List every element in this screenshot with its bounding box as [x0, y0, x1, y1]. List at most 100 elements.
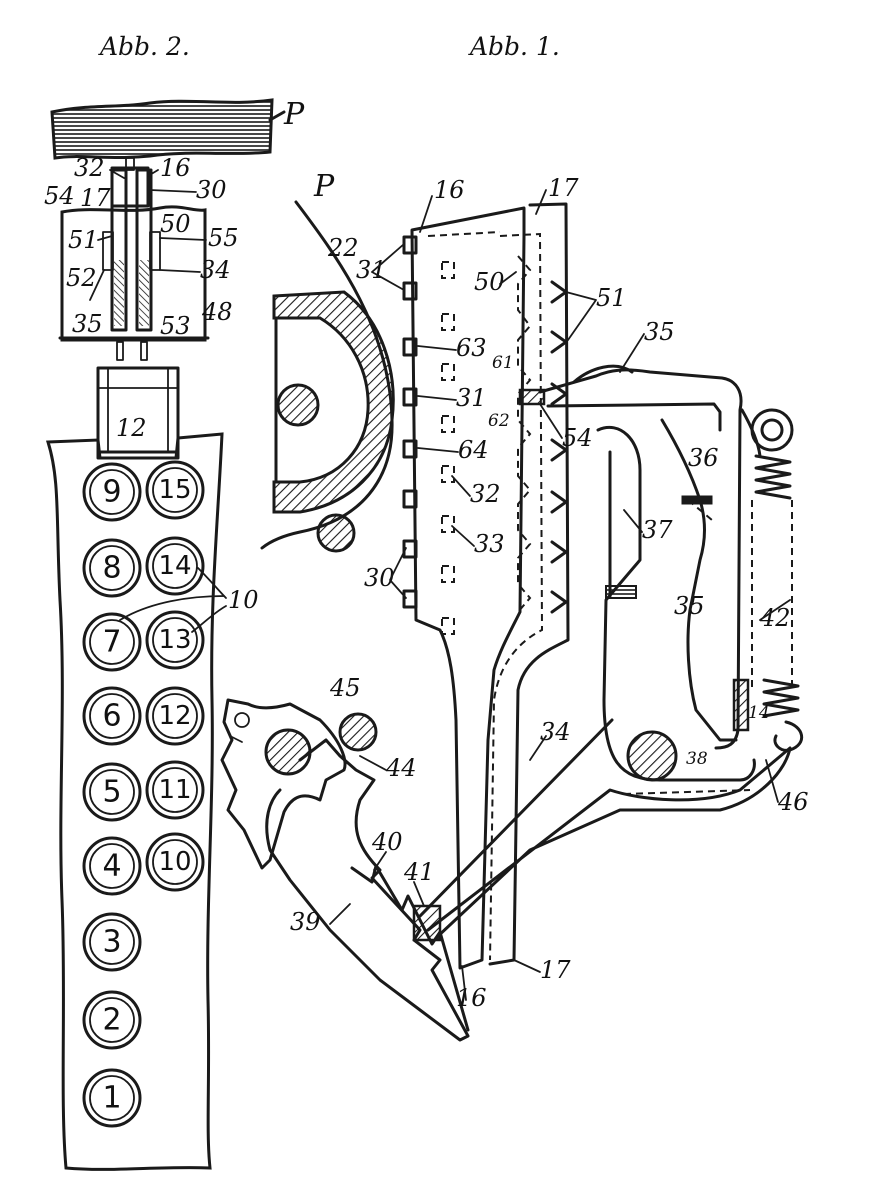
fig1-pivot-44: [220, 698, 347, 870]
caption-fig1: Abb. 1.: [468, 32, 560, 61]
key-11-label: 11: [158, 775, 191, 805]
fig2-label-53: 53: [160, 312, 191, 340]
fig2-label-50: 50: [160, 210, 191, 238]
key-3-label: 3: [102, 925, 121, 960]
fig2-label-54: 54: [44, 182, 75, 210]
fig1-label-51: 51: [596, 284, 627, 312]
key-11[interactable]: 11: [145, 760, 205, 820]
key-9-label: 9: [102, 475, 121, 510]
key-9[interactable]: 9: [82, 462, 142, 522]
fig1-label-63: 63: [456, 334, 487, 362]
fig1-label-40: 40: [371, 828, 403, 856]
fig1-typebar-17: [488, 202, 570, 966]
fig1-group: P: [220, 169, 809, 1042]
key-6[interactable]: 6: [82, 686, 142, 746]
fig1-label-64: 64: [458, 436, 489, 464]
fig2-label-35: 35: [72, 310, 103, 338]
fig1-label-17-bot: 17: [540, 956, 571, 984]
fig1-stop-54: [518, 388, 546, 406]
fig2-label-17: 17: [80, 184, 111, 212]
fig1-label-31b: 31: [456, 384, 487, 412]
key-5-label: 5: [102, 775, 121, 810]
fig1-segment-22: [272, 290, 395, 514]
fig2-link-12: [96, 366, 180, 460]
fig1-label-54: 54: [562, 424, 593, 452]
key-1[interactable]: 1: [82, 1068, 142, 1128]
fig1-piece-36: [681, 495, 713, 505]
fig1-label-62: 62: [488, 411, 510, 431]
fig2-rail-left: [110, 168, 128, 332]
fig1-label-35-top: 35: [644, 318, 675, 346]
fig1-arm-34: [418, 718, 792, 940]
fig2-label-52: 52: [66, 264, 97, 292]
key-14[interactable]: 14: [145, 536, 205, 596]
fig2-keyboard-strip: [45, 432, 224, 1171]
fig2-label-30: 30: [196, 176, 227, 204]
fig1-label-P: P: [313, 169, 335, 204]
fig1-label-30: 30: [364, 564, 395, 592]
fig2-label-51: 51: [68, 226, 99, 254]
key-2[interactable]: 2: [82, 990, 142, 1050]
fig2-label-48: 48: [201, 298, 233, 326]
key-8-label: 8: [102, 551, 121, 586]
fig1-label-44: 44: [385, 754, 417, 782]
fig1-shaft-38: [626, 730, 678, 782]
key-3[interactable]: 3: [82, 912, 142, 972]
fig1-label-14: 14: [748, 703, 770, 723]
fig2-plate-48: [60, 205, 207, 342]
key-5[interactable]: 5: [82, 762, 142, 822]
fig1-label-32: 32: [470, 480, 501, 508]
fig1-label-61: 61: [492, 353, 514, 373]
key-13[interactable]: 13: [145, 610, 205, 670]
fig1-label-50: 50: [474, 268, 505, 296]
fig1-label-16-bot: 16: [456, 984, 487, 1012]
fig1-label-17-top: 17: [548, 174, 579, 202]
fig1-lever-35: [538, 368, 743, 750]
key-4-label: 4: [102, 849, 121, 884]
key-10[interactable]: 10: [145, 832, 205, 892]
fig2-group: P 9 8 7 6 5 4 3 2 1 15: [44, 97, 305, 1171]
key-6-label: 6: [102, 699, 121, 734]
fig1-label-37: 37: [642, 516, 673, 544]
fig2-label-32: 32: [74, 154, 105, 182]
fig1-roller: [316, 513, 356, 553]
key-7[interactable]: 7: [82, 612, 142, 672]
caption-fig2: Abb. 2.: [98, 32, 190, 61]
fig1-label-39: 39: [290, 908, 321, 936]
key-13-label: 13: [158, 625, 191, 655]
key-4[interactable]: 4: [82, 836, 142, 896]
fig1-label-22: 22: [327, 234, 359, 262]
fig2-rail-right: [135, 168, 153, 332]
key-8[interactable]: 8: [82, 538, 142, 598]
fig1-roller-45: [338, 712, 378, 752]
fig2-label-10: 10: [228, 586, 259, 614]
fig1-typebar-16: [410, 206, 526, 970]
fig1-label-41: 41: [403, 858, 435, 886]
fig2-type-tip: [125, 157, 135, 171]
fig1-label-34: 34: [540, 718, 571, 746]
key-1-label: 1: [102, 1081, 121, 1116]
fig1-pivot-pin: [264, 728, 312, 776]
key-12[interactable]: 12: [145, 686, 205, 746]
fig2-label-16: 16: [160, 154, 191, 182]
fig1-key-lever-39: [265, 738, 470, 1042]
fig2-platen-bar: [50, 98, 274, 160]
key-15[interactable]: 15: [145, 460, 205, 520]
fig2-label-12: 12: [116, 414, 147, 442]
fig1-platen-arc: [260, 200, 394, 550]
fig1-label-16-top: 16: [434, 176, 465, 204]
key-2-label: 2: [102, 1003, 121, 1038]
key-12-label: 12: [158, 701, 191, 731]
fig1-spring-lower: [762, 678, 800, 718]
fig1-spring-upper: [754, 454, 792, 500]
fig1-label-35-mid: 35: [674, 592, 705, 620]
key-7-label: 7: [102, 625, 121, 660]
key-15-label: 15: [158, 475, 191, 505]
fig1-label-45: 45: [329, 674, 361, 702]
fig1-label-36: 36: [688, 444, 719, 472]
fig1-label-31a: 31: [356, 256, 387, 284]
fig2-label-55: 55: [208, 224, 239, 252]
fig2-platen-leader: [268, 110, 286, 122]
